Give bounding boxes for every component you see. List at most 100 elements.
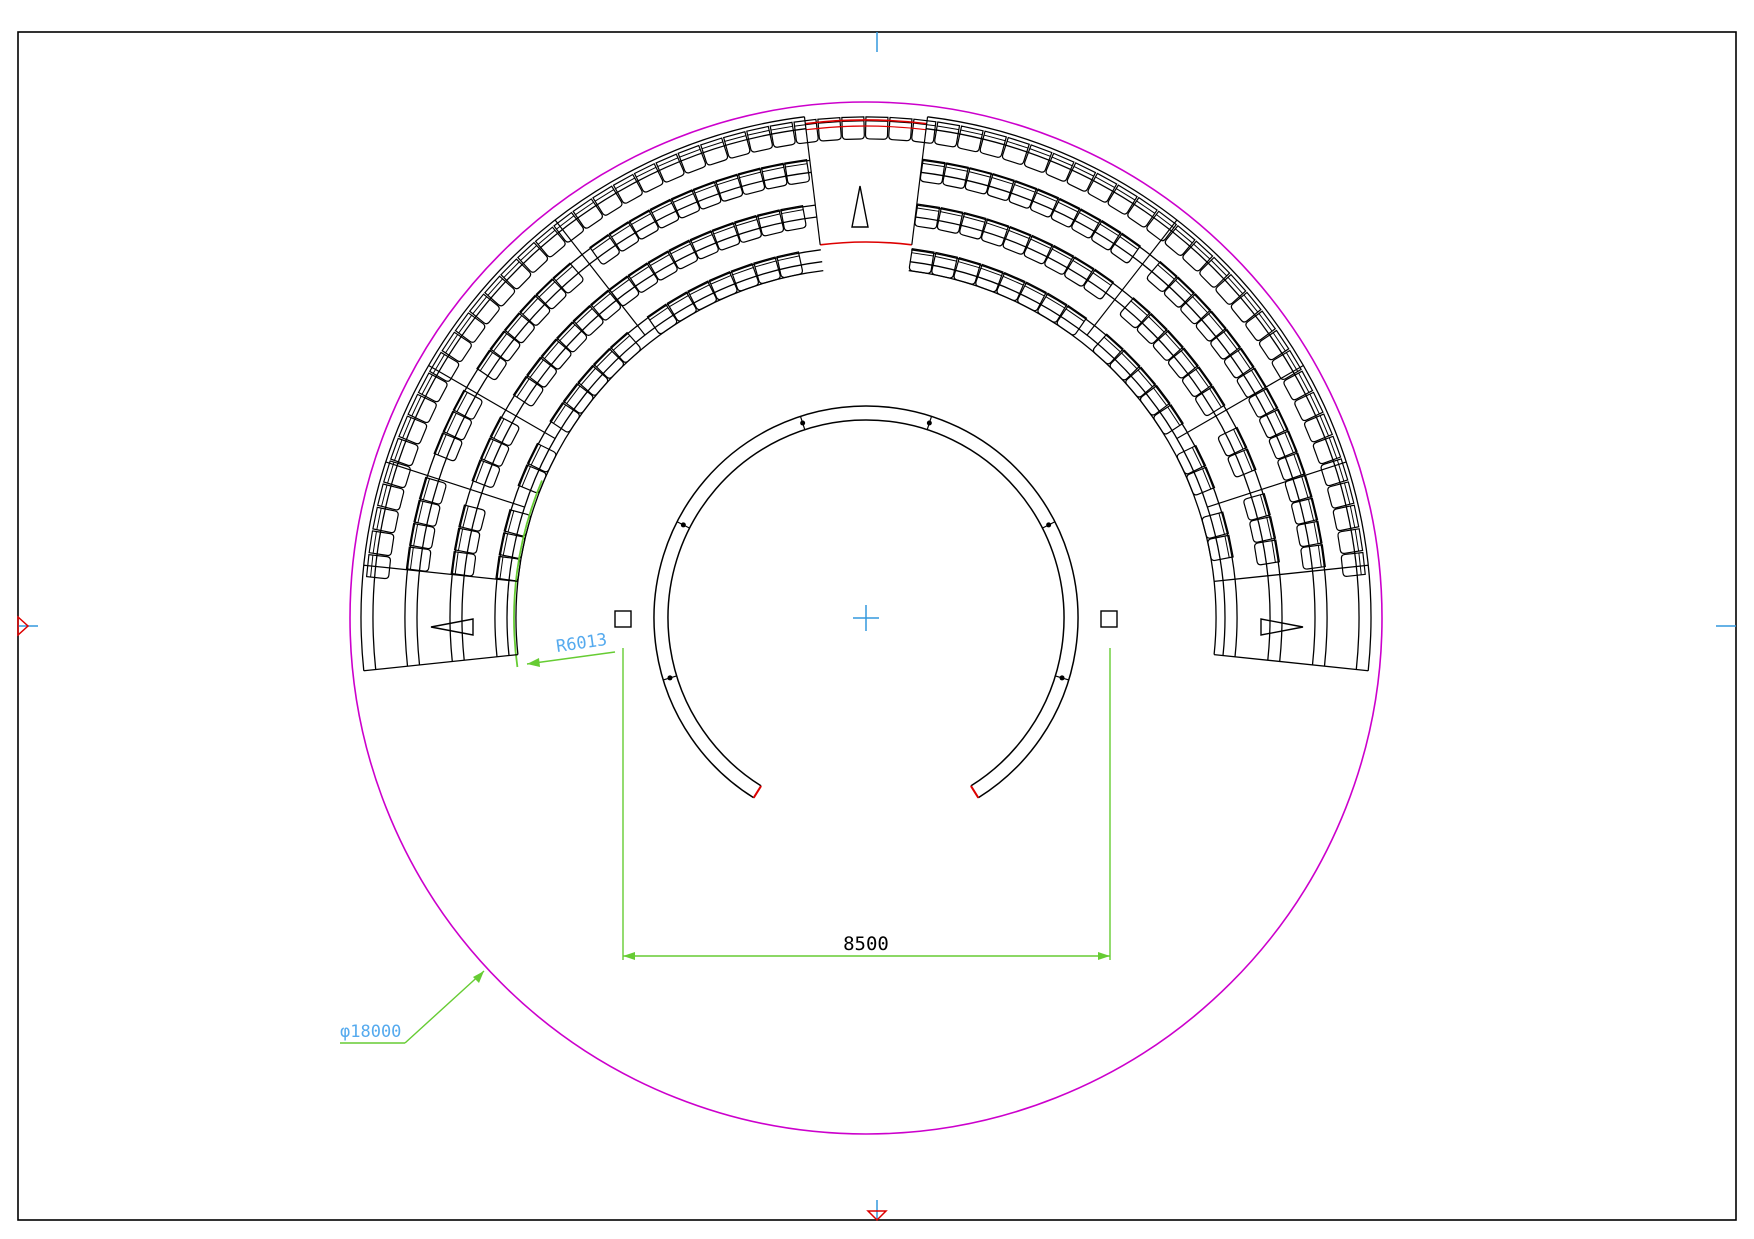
seat (1243, 492, 1271, 521)
seat (1045, 152, 1075, 182)
seat (1152, 329, 1184, 361)
stage-joint-node (800, 420, 806, 426)
seat (408, 522, 436, 550)
seat (1296, 520, 1323, 548)
seat (964, 167, 993, 195)
left-aisle-triangle (430, 618, 474, 636)
seat (677, 144, 707, 174)
right-aisle-triangle (1260, 618, 1304, 636)
seat (722, 131, 751, 159)
seat (535, 278, 567, 310)
aisle-radial-line (385, 461, 525, 508)
top-aisle-outer-red (805, 119, 927, 125)
seat (1001, 136, 1030, 165)
stage-joint-node (1059, 675, 1065, 681)
row-arc-right (916, 204, 1283, 662)
seat (1199, 256, 1231, 288)
inner-radius-highlight (513, 480, 543, 668)
seat (633, 162, 664, 193)
row-arc-right (927, 116, 1372, 671)
row-arc-left (416, 171, 812, 665)
left-center-marker (17, 615, 38, 637)
side-aisle-line (1214, 564, 1369, 583)
seat (1312, 435, 1342, 465)
seat (934, 121, 961, 148)
seat (1180, 293, 1212, 325)
seat (1136, 312, 1168, 345)
seat (715, 173, 744, 202)
row-arc-left (404, 159, 810, 667)
seat (760, 162, 788, 190)
seat (784, 159, 810, 185)
stage-width-label: 8500 (843, 933, 889, 955)
left-stage-post (614, 610, 632, 628)
row-arc-left (372, 128, 806, 670)
seat (730, 262, 759, 292)
seat (526, 356, 557, 388)
stage-inner-arc (667, 419, 1065, 787)
seat (368, 530, 395, 557)
inner-radius-label: R6013 (555, 630, 608, 657)
seat (372, 506, 399, 534)
row-arc-right (911, 249, 1238, 657)
seat (746, 125, 773, 153)
seat (981, 218, 1010, 247)
row-arc-right (920, 171, 1316, 665)
stage-joint-node (667, 675, 673, 681)
inner-edge-left (515, 269, 824, 655)
stage-joint-node (680, 522, 686, 528)
stage-ring (653, 405, 1079, 799)
seat (1320, 458, 1349, 487)
seat (1087, 172, 1118, 203)
seat (534, 226, 566, 258)
seat (458, 504, 486, 532)
seat (556, 321, 588, 353)
seat (453, 527, 481, 554)
row-arc-left (494, 249, 821, 657)
stage-end-cap (752, 785, 762, 799)
seat (417, 372, 448, 403)
seat (418, 476, 447, 505)
seat (1195, 310, 1227, 342)
center-mark (853, 605, 879, 631)
seat (936, 207, 964, 234)
stage-width-dimension: 8500 (622, 648, 1111, 960)
seat (407, 393, 437, 424)
seat (608, 221, 640, 252)
seat (1119, 297, 1151, 329)
stage-joint-node (926, 420, 932, 426)
seat (1254, 539, 1281, 566)
side-aisle-line (363, 653, 518, 672)
seat (780, 204, 807, 232)
seat (1230, 291, 1262, 323)
seat (1182, 240, 1214, 272)
seat (1303, 413, 1334, 443)
seat (817, 116, 842, 142)
seat (1182, 366, 1213, 397)
seat (737, 167, 766, 195)
seat (756, 209, 785, 237)
seat (1300, 544, 1326, 570)
outer-boundary-circle (349, 101, 1383, 1135)
row-arc-right (909, 261, 1226, 656)
seat (911, 118, 937, 144)
seat (942, 162, 969, 189)
seat (590, 289, 622, 321)
seat (699, 137, 729, 166)
stage-outer-arc (653, 405, 1079, 799)
top-aisle-inner-red (820, 241, 912, 246)
aisle-radial-line (1207, 461, 1347, 508)
row-arc-right (922, 159, 1328, 667)
seat (1327, 481, 1355, 509)
seat (1249, 515, 1277, 543)
seat (692, 180, 722, 210)
seat (841, 116, 865, 140)
seat (519, 294, 551, 326)
row-arc-left (506, 261, 823, 656)
seat (753, 256, 781, 284)
seat (1110, 232, 1142, 264)
outer-diameter-label: φ18000 (340, 1022, 401, 1042)
seat (1283, 370, 1314, 401)
seat (489, 330, 521, 362)
aisle-radial-line (554, 219, 646, 336)
